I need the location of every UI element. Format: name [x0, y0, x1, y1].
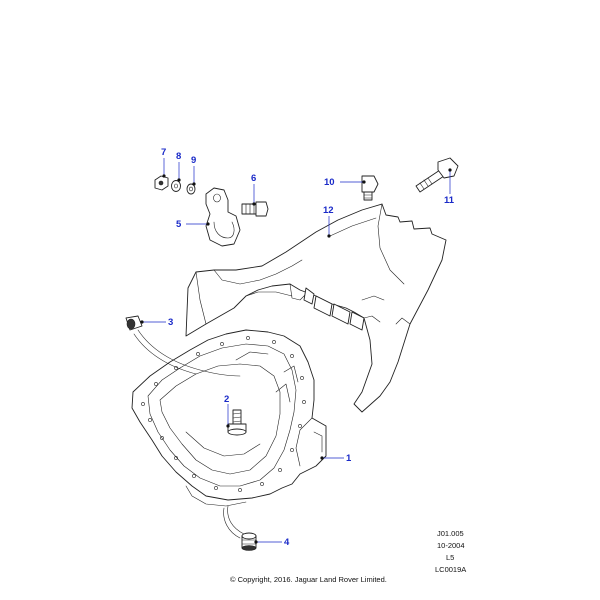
callout-6: 6: [251, 173, 256, 184]
callout-3: 3: [168, 317, 173, 328]
callout-2: 2: [224, 394, 229, 405]
nut-part-7: [154, 175, 169, 191]
callout-11: 11: [444, 195, 455, 206]
reference-level: L5: [446, 553, 455, 562]
grommet-part-3: [125, 315, 241, 377]
leader-lines: [140, 158, 452, 544]
callout-1: 1: [346, 453, 352, 464]
copyright-notice: © Copyright, 2016. Jaguar Land Rover Lim…: [230, 575, 387, 584]
illustration-id: LC0019A: [435, 565, 467, 574]
reference-date: 10-2004: [437, 541, 465, 550]
bolt-part-6: [241, 201, 269, 217]
plug-part-4: [223, 505, 257, 551]
callout-8: 8: [176, 151, 181, 162]
callout-10: 10: [324, 177, 335, 188]
callout-7: 7: [161, 147, 166, 158]
bolt-part-10: [361, 175, 379, 201]
reference-code: J01.005: [437, 529, 464, 538]
bolt-part-2: [227, 409, 247, 436]
callout-12: 12: [323, 205, 334, 216]
bolt-part-11: [415, 157, 459, 193]
callout-5: 5: [176, 219, 182, 230]
washer-part-8: [171, 180, 181, 192]
callout-9: 9: [191, 155, 196, 166]
washer-part-9: [186, 183, 196, 195]
bell-housing-part-1: [131, 329, 327, 507]
heat-shield-part-12: [185, 203, 447, 413]
bracket-part-5: [205, 187, 241, 247]
callout-4: 4: [284, 537, 290, 548]
